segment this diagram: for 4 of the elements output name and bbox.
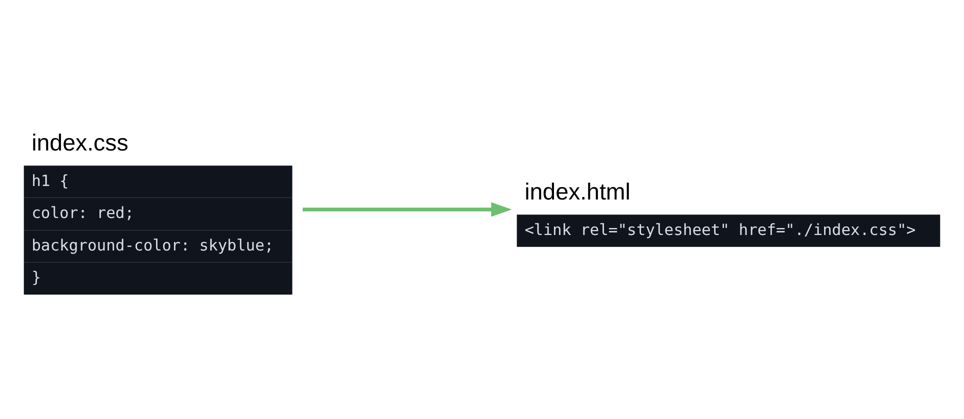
arrow	[302, 202, 512, 217]
node-label: index.css	[32, 130, 128, 156]
node-box: <link rel="stylesheet" href="./index.css">	[516, 214, 940, 247]
node-label: index.html	[524, 178, 630, 205]
